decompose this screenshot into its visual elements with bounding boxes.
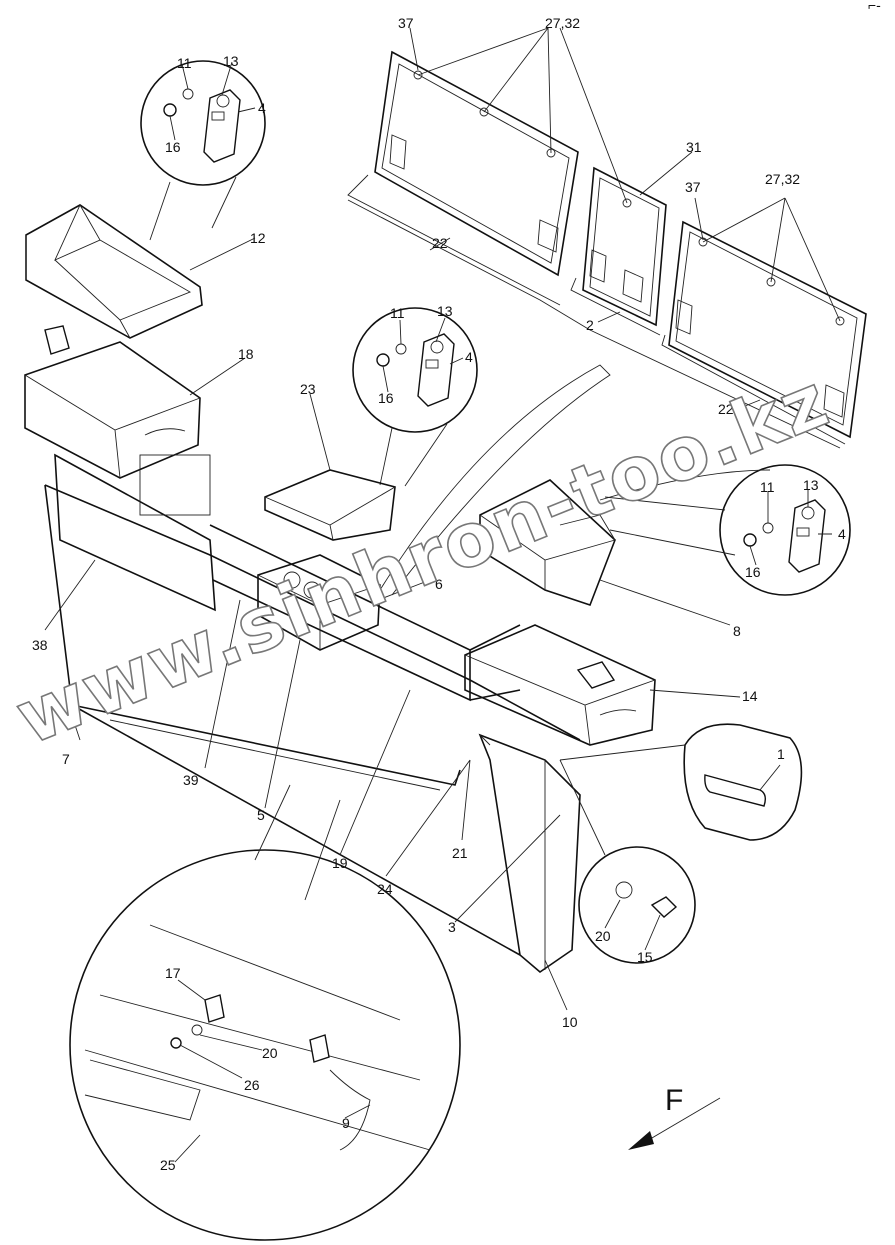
panel-22-right <box>668 220 867 439</box>
callout-16: 16 <box>745 564 761 580</box>
callout-4: 4 <box>258 100 266 116</box>
callout-21: 21 <box>452 845 468 861</box>
detail-part-1 <box>559 723 803 841</box>
callout-12: 12 <box>250 230 266 246</box>
callout-1: 1 <box>777 746 785 762</box>
callout-20: 20 <box>595 928 611 944</box>
detail-magnified <box>69 784 461 1241</box>
callout-14: 14 <box>742 688 758 704</box>
callout-5: 5 <box>257 807 265 823</box>
callout-22: 22 <box>432 235 448 251</box>
corner-mark: ⌐- <box>868 0 881 13</box>
callout-8: 8 <box>733 623 741 639</box>
panel-22-left <box>374 50 579 277</box>
callout-19: 19 <box>332 855 348 871</box>
detail-bracket-2 <box>352 307 478 487</box>
callout-27-32: 27,32 <box>545 15 580 31</box>
control-box-18 <box>24 325 211 516</box>
panel-31 <box>582 166 667 327</box>
callout-13: 13 <box>223 53 239 69</box>
callout-18: 18 <box>238 346 254 362</box>
detail-washer-bolt <box>559 759 696 964</box>
callout-6: 6 <box>435 576 443 592</box>
callout-39: 39 <box>183 772 199 788</box>
callout-4: 4 <box>465 349 473 365</box>
callout-23: 23 <box>300 381 316 397</box>
callout-26: 26 <box>244 1077 260 1093</box>
control-box-14 <box>464 624 656 746</box>
callout-37: 37 <box>685 179 701 195</box>
callout-15: 15 <box>637 949 653 965</box>
callout-22: 22 <box>718 401 734 417</box>
leader-lines <box>44 27 841 1163</box>
callout-3: 3 <box>448 919 456 935</box>
callout-13: 13 <box>437 303 453 319</box>
callout-38: 38 <box>32 637 48 653</box>
callout-10: 10 <box>562 1014 578 1030</box>
tray-23 <box>264 469 396 541</box>
center-box-6 <box>257 554 381 651</box>
callout-4: 4 <box>838 526 846 542</box>
callout-16: 16 <box>378 390 394 406</box>
callout-17: 17 <box>165 965 181 981</box>
watermark-text: www.sinhron-too.kz <box>5 357 841 762</box>
callout-2: 2 <box>586 317 594 333</box>
callout-24: 24 <box>377 881 393 897</box>
callout-11: 11 <box>177 55 192 71</box>
callout-13: 13 <box>803 477 819 493</box>
callout-16: 16 <box>165 139 181 155</box>
view-direction-arrow: F <box>628 1084 721 1150</box>
callout-7: 7 <box>62 751 70 767</box>
pedestal-10 <box>478 733 581 974</box>
callout-labels: 37 27,32 31 37 27,32 22 2 22 11 13 4 16 … <box>32 15 846 1173</box>
view-arrow-label: F <box>665 1084 683 1117</box>
callout-11: 11 <box>390 305 405 321</box>
callout-27-32: 27,32 <box>765 171 800 187</box>
callout-25: 25 <box>160 1157 176 1173</box>
cover-12 <box>25 204 203 339</box>
cover-8 <box>479 479 616 607</box>
detail-bracket-3 <box>604 464 851 596</box>
callout-11: 11 <box>760 479 775 495</box>
callout-31: 31 <box>686 139 702 155</box>
detail-bracket-1 <box>140 60 266 241</box>
callout-20: 20 <box>262 1045 278 1061</box>
callout-37: 37 <box>398 15 414 31</box>
callout-9: 9 <box>342 1115 350 1131</box>
